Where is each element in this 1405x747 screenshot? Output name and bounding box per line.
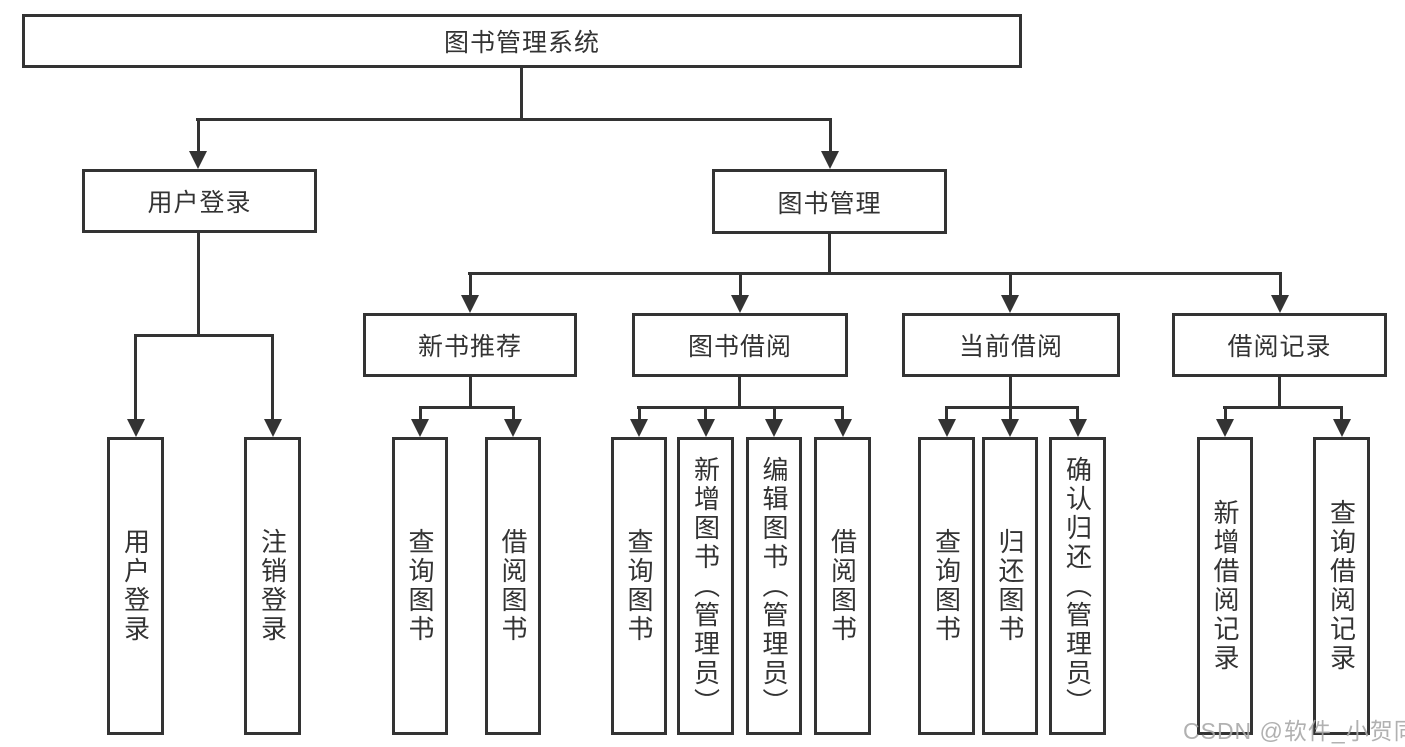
node-user-login-label: 用户登录 [147, 189, 252, 217]
node-new-book-recommend: 新书推荐 [363, 313, 577, 377]
leaf-current-confirm: 确认归还（管理员） [1049, 437, 1106, 735]
leaf-borrow-query-label: 查询图书 [624, 528, 654, 644]
connector-line [1223, 406, 1343, 409]
leaf-borrow-edit: 编辑图书（管理员） [746, 437, 802, 735]
leaf-user-login: 用户登录 [107, 437, 164, 735]
leaf-borrow-borrow-label: 借阅图书 [827, 528, 858, 644]
node-book-management: 图书管理 [712, 169, 947, 234]
arrow-shaft [468, 272, 472, 297]
leaf-user-login-label: 用户登录 [120, 528, 151, 644]
arrowhead-icon [504, 419, 522, 437]
leaf-record-query: 查询借阅记录 [1313, 437, 1370, 735]
arrowhead-icon [765, 419, 783, 437]
connector-line [197, 233, 200, 337]
csdn-watermark: CSDN @软件_小贺同学 [1183, 718, 1405, 744]
arrowhead-icon [461, 295, 479, 313]
node-book-borrow: 图书借阅 [632, 313, 848, 377]
leaf-logout: 注销登录 [244, 437, 301, 735]
connector-line [637, 406, 844, 409]
connector-line [468, 272, 1282, 275]
arrow-shaft [1340, 406, 1343, 421]
arrow-shaft [271, 334, 274, 421]
arrowhead-icon [1001, 419, 1019, 437]
connector-line [419, 406, 515, 409]
node-current-borrow-label: 当前借阅 [958, 333, 1063, 361]
arrowhead-icon [696, 419, 715, 437]
arrow-shaft [828, 118, 832, 153]
leaf-newbook-borrow-label: 借阅图书 [498, 528, 528, 644]
leaf-current-query-label: 查询图书 [931, 528, 962, 644]
node-borrow-record-label: 借阅记录 [1227, 333, 1332, 361]
leaf-current-query: 查询图书 [918, 437, 975, 735]
leaf-borrow-add: 新增图书（管理员） [677, 437, 734, 735]
arrowhead-icon [1271, 295, 1289, 313]
arrow-shaft [772, 406, 776, 421]
arrow-shaft [738, 272, 742, 297]
arrowhead-icon [833, 419, 852, 437]
leaf-current-confirm-label: 确认归还（管理员） [1062, 455, 1093, 717]
arrow-shaft [196, 118, 200, 153]
node-root-label: 图书管理系统 [443, 29, 600, 57]
leaf-record-add: 新增借阅记录 [1197, 437, 1253, 735]
leaf-borrow-borrow: 借阅图书 [814, 437, 871, 735]
leaf-borrow-query: 查询图书 [611, 437, 667, 735]
arrow-shaft [841, 406, 844, 421]
node-new-book-recommend-label: 新书推荐 [417, 333, 522, 361]
node-book-management-label: 图书管理 [777, 189, 882, 218]
arrowhead-icon [1332, 419, 1351, 437]
arrowhead-icon [937, 419, 956, 437]
arrow-shaft [511, 406, 515, 421]
connector-line [196, 118, 832, 121]
node-user-login: 用户登录 [82, 169, 317, 233]
leaf-newbook-borrow: 借阅图书 [485, 437, 541, 735]
arrow-shaft [945, 406, 948, 421]
arrowhead-icon [411, 419, 429, 437]
leaf-current-return: 归还图书 [982, 437, 1038, 735]
leaf-record-add-label: 新增借阅记录 [1210, 499, 1240, 673]
leaf-record-query-label: 查询借阅记录 [1326, 499, 1357, 673]
leaf-current-return-label: 归还图书 [995, 528, 1025, 644]
arrow-shaft [418, 406, 422, 421]
connector-line [945, 406, 1079, 409]
connector-line [828, 234, 831, 275]
arrow-shaft [1278, 272, 1282, 297]
arrowhead-icon [189, 151, 207, 169]
node-borrow-record: 借阅记录 [1172, 313, 1387, 377]
connector-line [520, 68, 523, 121]
leaf-newbook-query: 查询图书 [392, 437, 448, 735]
node-book-borrow-label: 图书借阅 [687, 333, 792, 361]
arrowhead-icon [263, 419, 282, 437]
arrowhead-icon [126, 419, 145, 437]
leaf-borrow-edit-label: 编辑图书（管理员） [759, 455, 789, 717]
arrowhead-icon [1068, 419, 1087, 437]
leaf-newbook-query-label: 查询图书 [405, 528, 435, 644]
arrowhead-icon [821, 151, 839, 169]
arrow-shaft [1008, 272, 1012, 297]
connector-line [738, 377, 741, 409]
arrowhead-icon [731, 295, 749, 313]
node-root: 图书管理系统 [22, 14, 1022, 68]
arrow-shaft [637, 406, 641, 421]
node-current-borrow: 当前借阅 [902, 313, 1120, 377]
connector-line [469, 377, 472, 409]
arrow-shaft [1008, 406, 1012, 421]
arrow-shaft [1223, 406, 1227, 421]
connector-line [134, 334, 274, 337]
arrowhead-icon [1001, 295, 1019, 313]
connector-line [1009, 377, 1012, 409]
arrow-shaft [704, 406, 707, 421]
connector-line [1278, 377, 1281, 409]
leaf-borrow-add-label: 新增图书（管理员） [690, 455, 721, 717]
arrow-shaft [134, 334, 137, 421]
leaf-logout-label: 注销登录 [257, 528, 288, 644]
arrowhead-icon [630, 419, 648, 437]
arrow-shaft [1076, 406, 1079, 421]
arrowhead-icon [1216, 419, 1234, 437]
